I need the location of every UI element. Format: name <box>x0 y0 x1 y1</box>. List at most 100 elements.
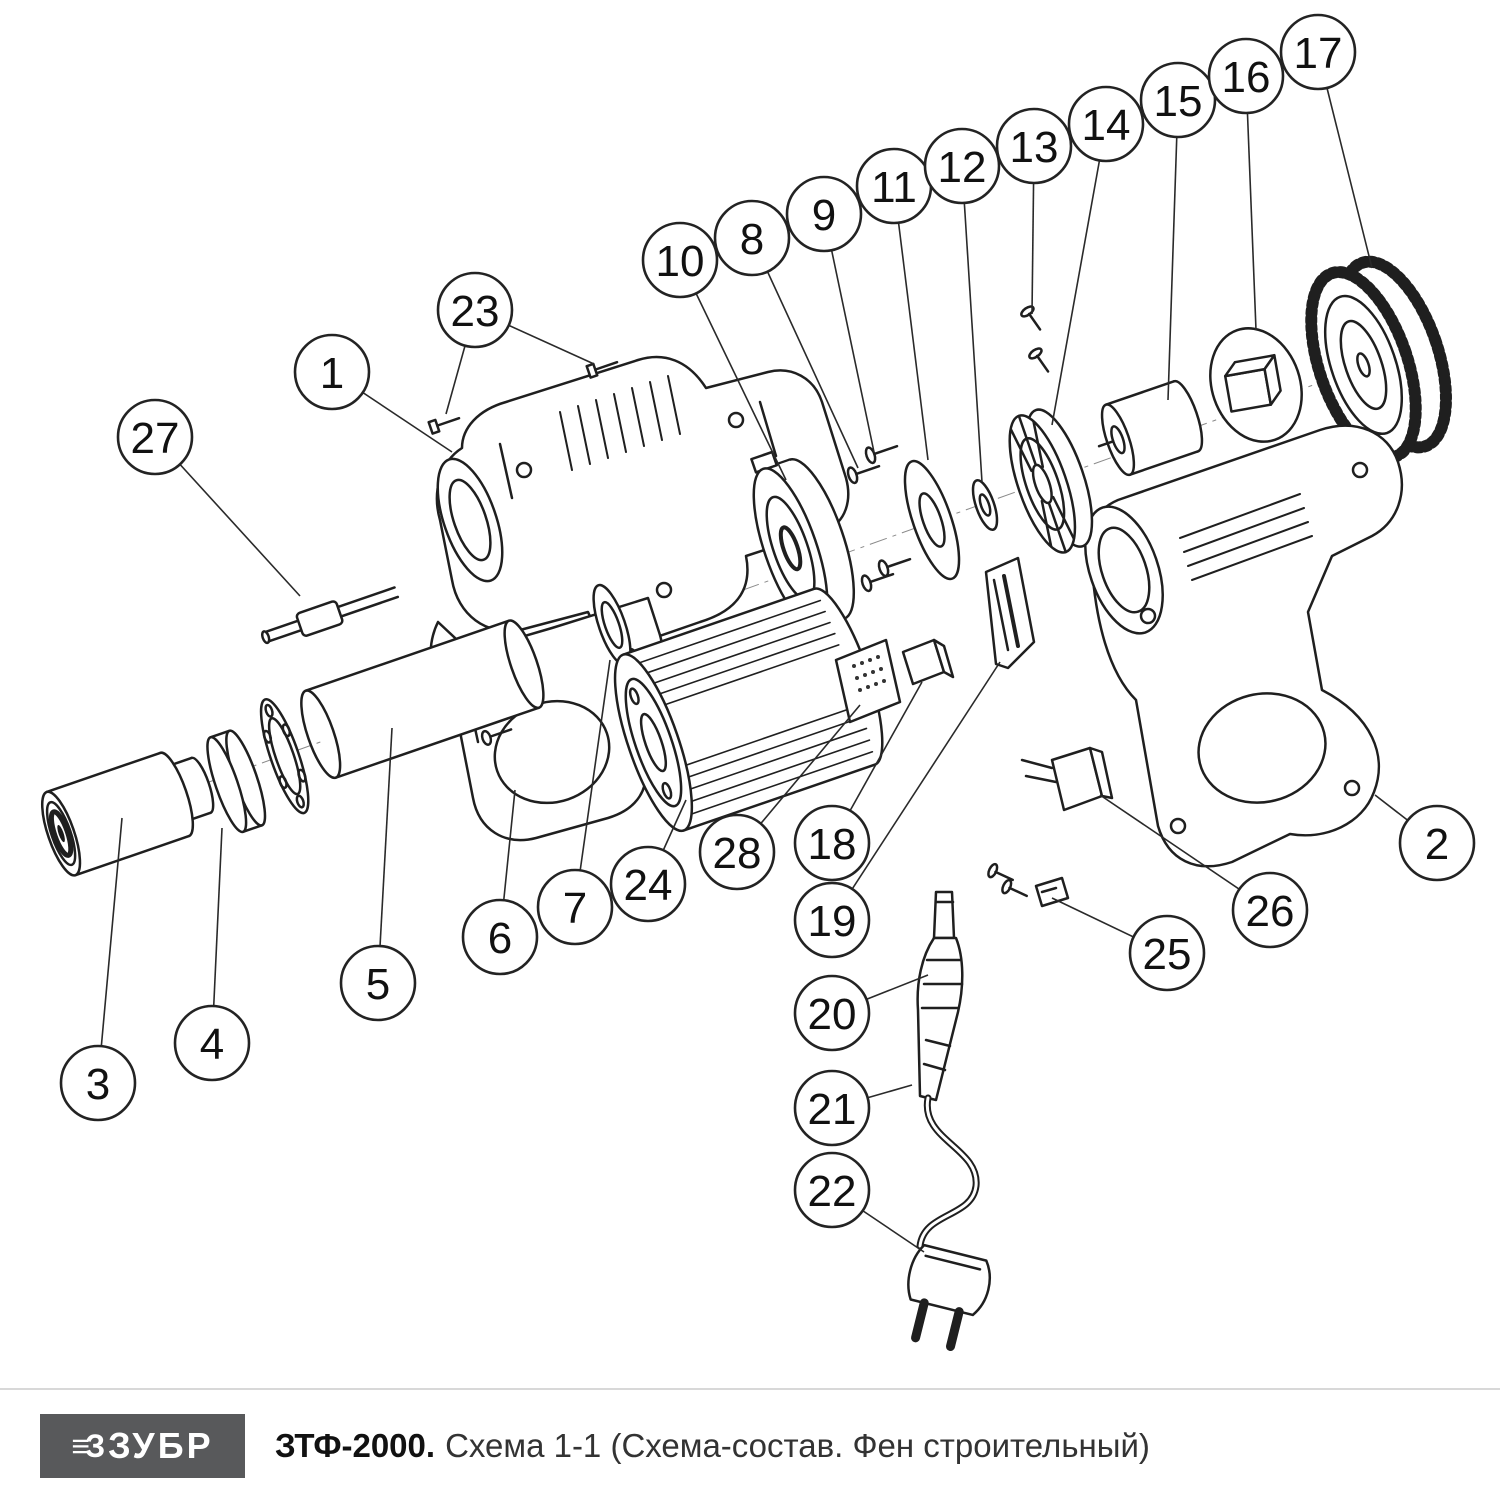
callout-1: 1 <box>293 333 371 411</box>
callout-8: 8 <box>713 199 791 277</box>
callout-17: 17 <box>1279 13 1357 91</box>
zubr-logo-text: ЗУБР <box>108 1425 214 1466</box>
part-fan-housing-10 <box>750 450 856 630</box>
callout-16: 16 <box>1207 37 1285 115</box>
part-screws-8-9 <box>846 444 912 593</box>
part-housing-upper-1 <box>435 355 850 645</box>
leader-5 <box>377 727 393 984</box>
svg-text:19: 19 <box>808 897 857 946</box>
callout-13: 13 <box>995 107 1073 185</box>
scheme-caption: Схема 1-1 (Схема-состав. Фен строительны… <box>445 1427 1150 1464</box>
leader-3 <box>97 817 123 1084</box>
leader-12 <box>961 165 983 483</box>
model-number: ЗТФ-2000. <box>275 1427 436 1464</box>
svg-text:22: 22 <box>808 1167 857 1216</box>
callout-15: 15 <box>1139 61 1217 139</box>
callout-10: 10 <box>641 221 719 299</box>
part-impeller-14 <box>1008 408 1094 554</box>
svg-text:3: 3 <box>86 1060 110 1109</box>
zubr-logo-icon: ≡З <box>71 1427 105 1464</box>
part-washer-11 <box>903 459 961 581</box>
part-motor-15 <box>1097 379 1204 477</box>
leader-9 <box>823 213 875 453</box>
svg-text:7: 7 <box>563 884 587 933</box>
part-tube-5 <box>300 619 545 780</box>
svg-text:18: 18 <box>808 820 857 869</box>
svg-text:1: 1 <box>320 349 344 398</box>
svg-text:28: 28 <box>713 829 762 878</box>
svg-text:10: 10 <box>656 237 705 286</box>
svg-text:20: 20 <box>808 990 857 1039</box>
leader-19 <box>831 661 1001 921</box>
svg-text:13: 13 <box>1010 123 1059 172</box>
svg-text:15: 15 <box>1154 77 1203 126</box>
callout-25: 25 <box>1128 914 1206 992</box>
callout-26: 26 <box>1231 871 1309 949</box>
callout-7: 7 <box>536 868 614 946</box>
callout-12: 12 <box>923 127 1001 205</box>
part-clamp-25 <box>987 862 1070 908</box>
callout-3: 3 <box>59 1044 137 1122</box>
svg-text:11: 11 <box>871 163 917 212</box>
callout-21: 21 <box>793 1069 871 1147</box>
svg-text:6: 6 <box>488 914 512 963</box>
leader-15 <box>1167 99 1179 401</box>
callout-6: 6 <box>461 898 539 976</box>
footer: ≡З ЗУБР ЗТФ-2000.Схема 1-1 (Схема-состав… <box>0 1388 1500 1500</box>
part-mica-28 <box>834 638 902 724</box>
footer-caption: ЗТФ-2000.Схема 1-1 (Схема-состав. Фен ст… <box>275 1427 1150 1465</box>
svg-text:16: 16 <box>1222 53 1271 102</box>
part-nozzle-3 <box>40 751 215 877</box>
footer-divider <box>0 1388 1500 1390</box>
svg-text:5: 5 <box>366 960 390 1009</box>
callout-5: 5 <box>339 944 417 1022</box>
callout-18: 18 <box>793 804 871 882</box>
part-barrel-24 <box>613 587 884 833</box>
svg-text:25: 25 <box>1143 930 1192 979</box>
part-cord-assembly <box>907 890 991 1352</box>
leader-8 <box>751 237 859 469</box>
callout-11: 11 <box>855 147 933 225</box>
part-misc-screw <box>480 728 513 746</box>
part-screws-23 <box>427 360 619 435</box>
svg-text:24: 24 <box>624 861 673 910</box>
svg-text:23: 23 <box>451 287 500 336</box>
callout-19: 19 <box>793 881 871 959</box>
zubr-logo: ≡З ЗУБР <box>40 1414 245 1478</box>
svg-text:9: 9 <box>812 191 836 240</box>
callout-2: 2 <box>1398 804 1476 882</box>
callout-24: 24 <box>609 845 687 923</box>
svg-text:21: 21 <box>808 1085 857 1134</box>
svg-text:14: 14 <box>1082 101 1131 150</box>
part-plate-19 <box>984 556 1036 670</box>
callout-14: 14 <box>1067 85 1145 163</box>
part-rod-27 <box>261 586 400 645</box>
leader-7 <box>574 659 611 908</box>
svg-text:4: 4 <box>200 1020 224 1069</box>
callout-22: 22 <box>793 1151 871 1229</box>
callout-23: 23 <box>436 271 514 349</box>
callout-27: 27 <box>116 398 194 476</box>
svg-text:17: 17 <box>1294 29 1343 78</box>
part-switch-26 <box>1020 746 1114 812</box>
svg-text:8: 8 <box>740 215 764 264</box>
part-screws-13 <box>1020 305 1050 373</box>
part-block-18 <box>901 638 955 686</box>
leader-14 <box>1051 123 1107 426</box>
callout-4: 4 <box>173 1004 251 1082</box>
part-ring-4 <box>206 697 310 834</box>
svg-text:27: 27 <box>131 414 180 463</box>
exploded-diagram: 1234567891011121314151617181920212223242… <box>40 13 1476 1352</box>
svg-text:26: 26 <box>1246 887 1295 936</box>
callout-28: 28 <box>698 813 776 891</box>
svg-text:2: 2 <box>1425 820 1449 869</box>
leader-16 <box>1245 75 1257 331</box>
part-bracket-16 <box>1209 327 1303 443</box>
part-housing-right-2 <box>1084 424 1403 868</box>
svg-text:12: 12 <box>938 143 987 192</box>
callout-20: 20 <box>793 974 871 1052</box>
part-rear-cover-17 <box>1305 255 1452 464</box>
part-washer-12 <box>971 478 999 532</box>
